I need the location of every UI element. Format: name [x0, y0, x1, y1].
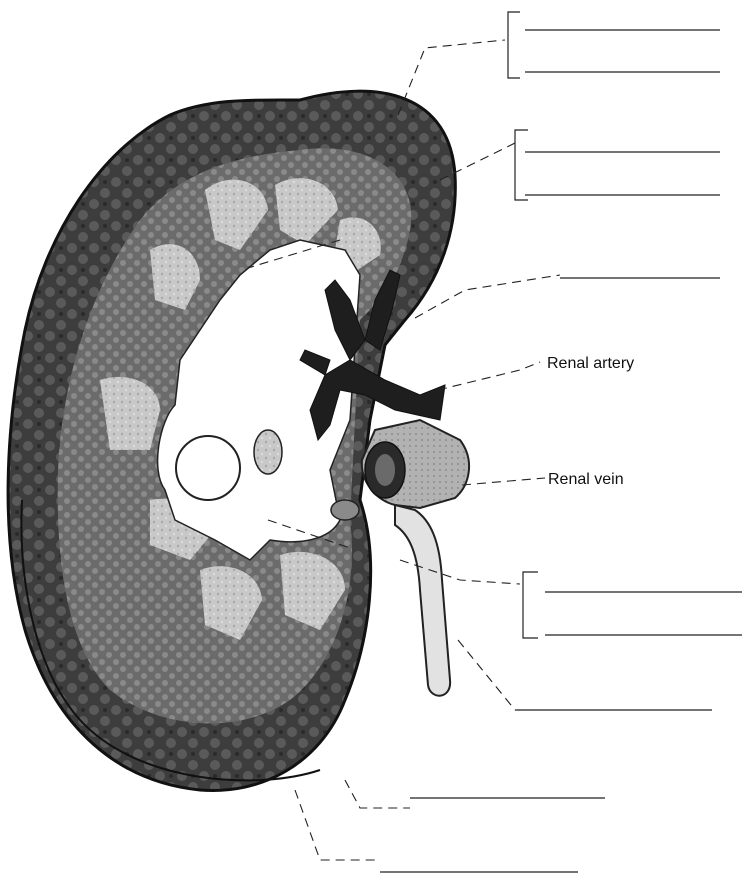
- ureter: [395, 505, 450, 696]
- minor-calyx-2: [254, 430, 282, 474]
- renal-artery-label: Renal artery: [547, 355, 634, 372]
- minor-calyx-1: [176, 436, 240, 500]
- renal-vein-label: Renal vein: [548, 471, 624, 488]
